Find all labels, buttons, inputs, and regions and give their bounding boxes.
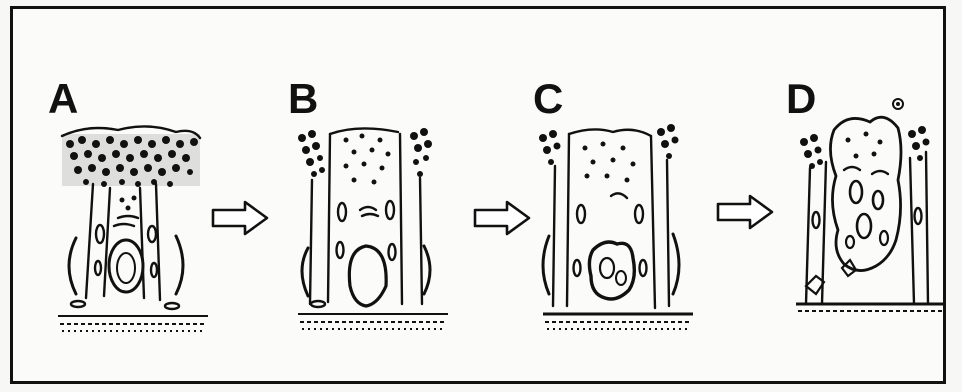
cell-illustration-c: [533, 118, 703, 338]
transition-arrow-icon: [716, 193, 774, 231]
panel-label-c: C: [533, 78, 563, 120]
panel-label-a: A: [48, 78, 78, 120]
cell-illustration-b: [288, 118, 458, 338]
panel-label-b: B: [288, 78, 318, 120]
cell-illustration-d: [786, 90, 956, 320]
transition-arrow-icon: [211, 199, 269, 237]
transition-arrow-icon: [473, 199, 531, 237]
cell-illustration-a: [48, 118, 218, 338]
